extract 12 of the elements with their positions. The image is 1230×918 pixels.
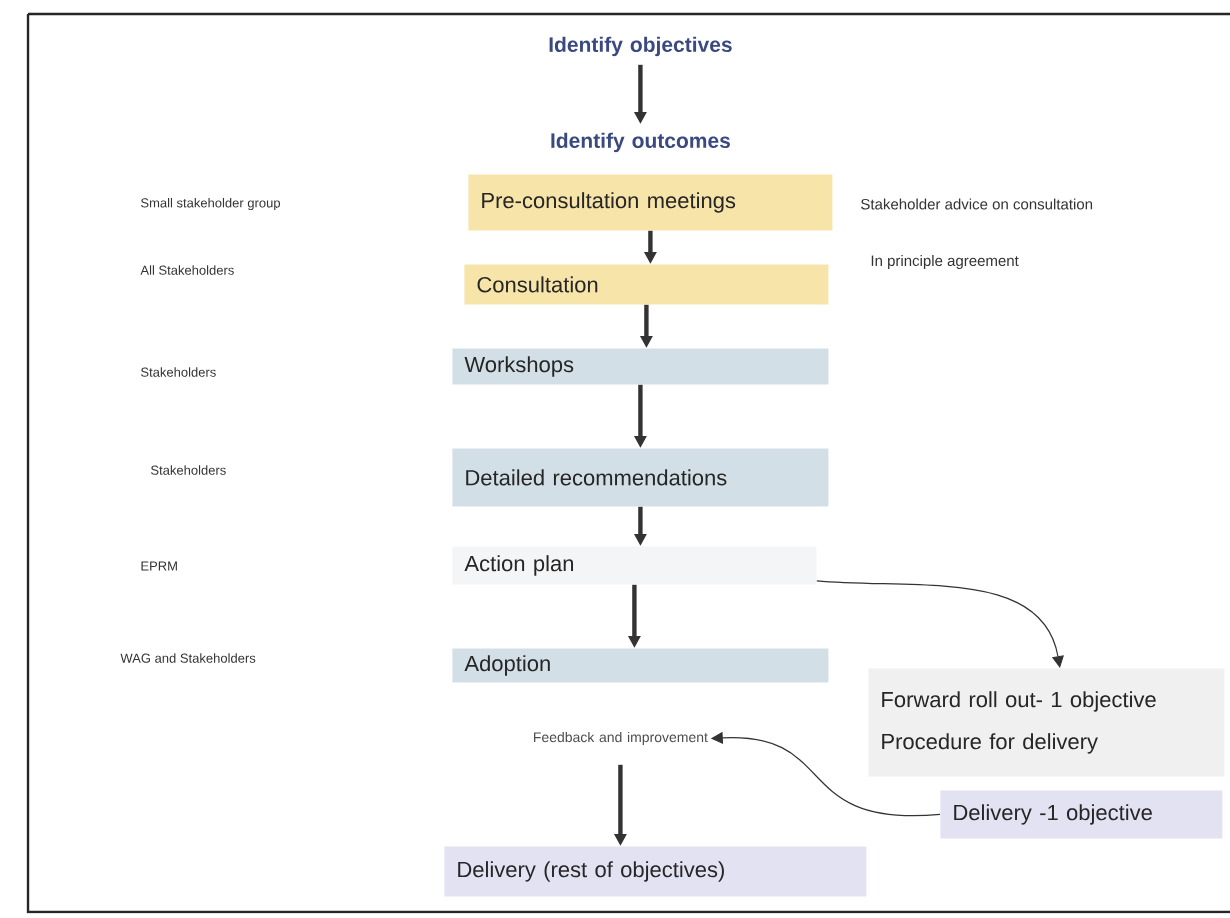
step-box: Pre-consultation meetings: [468, 174, 833, 231]
step-box: Forward roll out- 1 objective Procedure for delivery: [868, 668, 1225, 777]
step-box: Delivery (rest of objectives): [444, 846, 867, 897]
step-box: Delivery -1 objective: [940, 790, 1223, 839]
step-box: Action plan: [452, 546, 817, 585]
step-box: Consultation: [464, 264, 829, 305]
arrow: [816, 580, 1064, 668]
heading-text: Identify outcomes: [551, 132, 730, 153]
step-box: Workshops: [452, 348, 829, 385]
heading-text: Identify objectives: [549, 36, 732, 57]
step-box: Detailed recommendations: [452, 448, 829, 507]
step-box: Adoption: [452, 648, 829, 683]
